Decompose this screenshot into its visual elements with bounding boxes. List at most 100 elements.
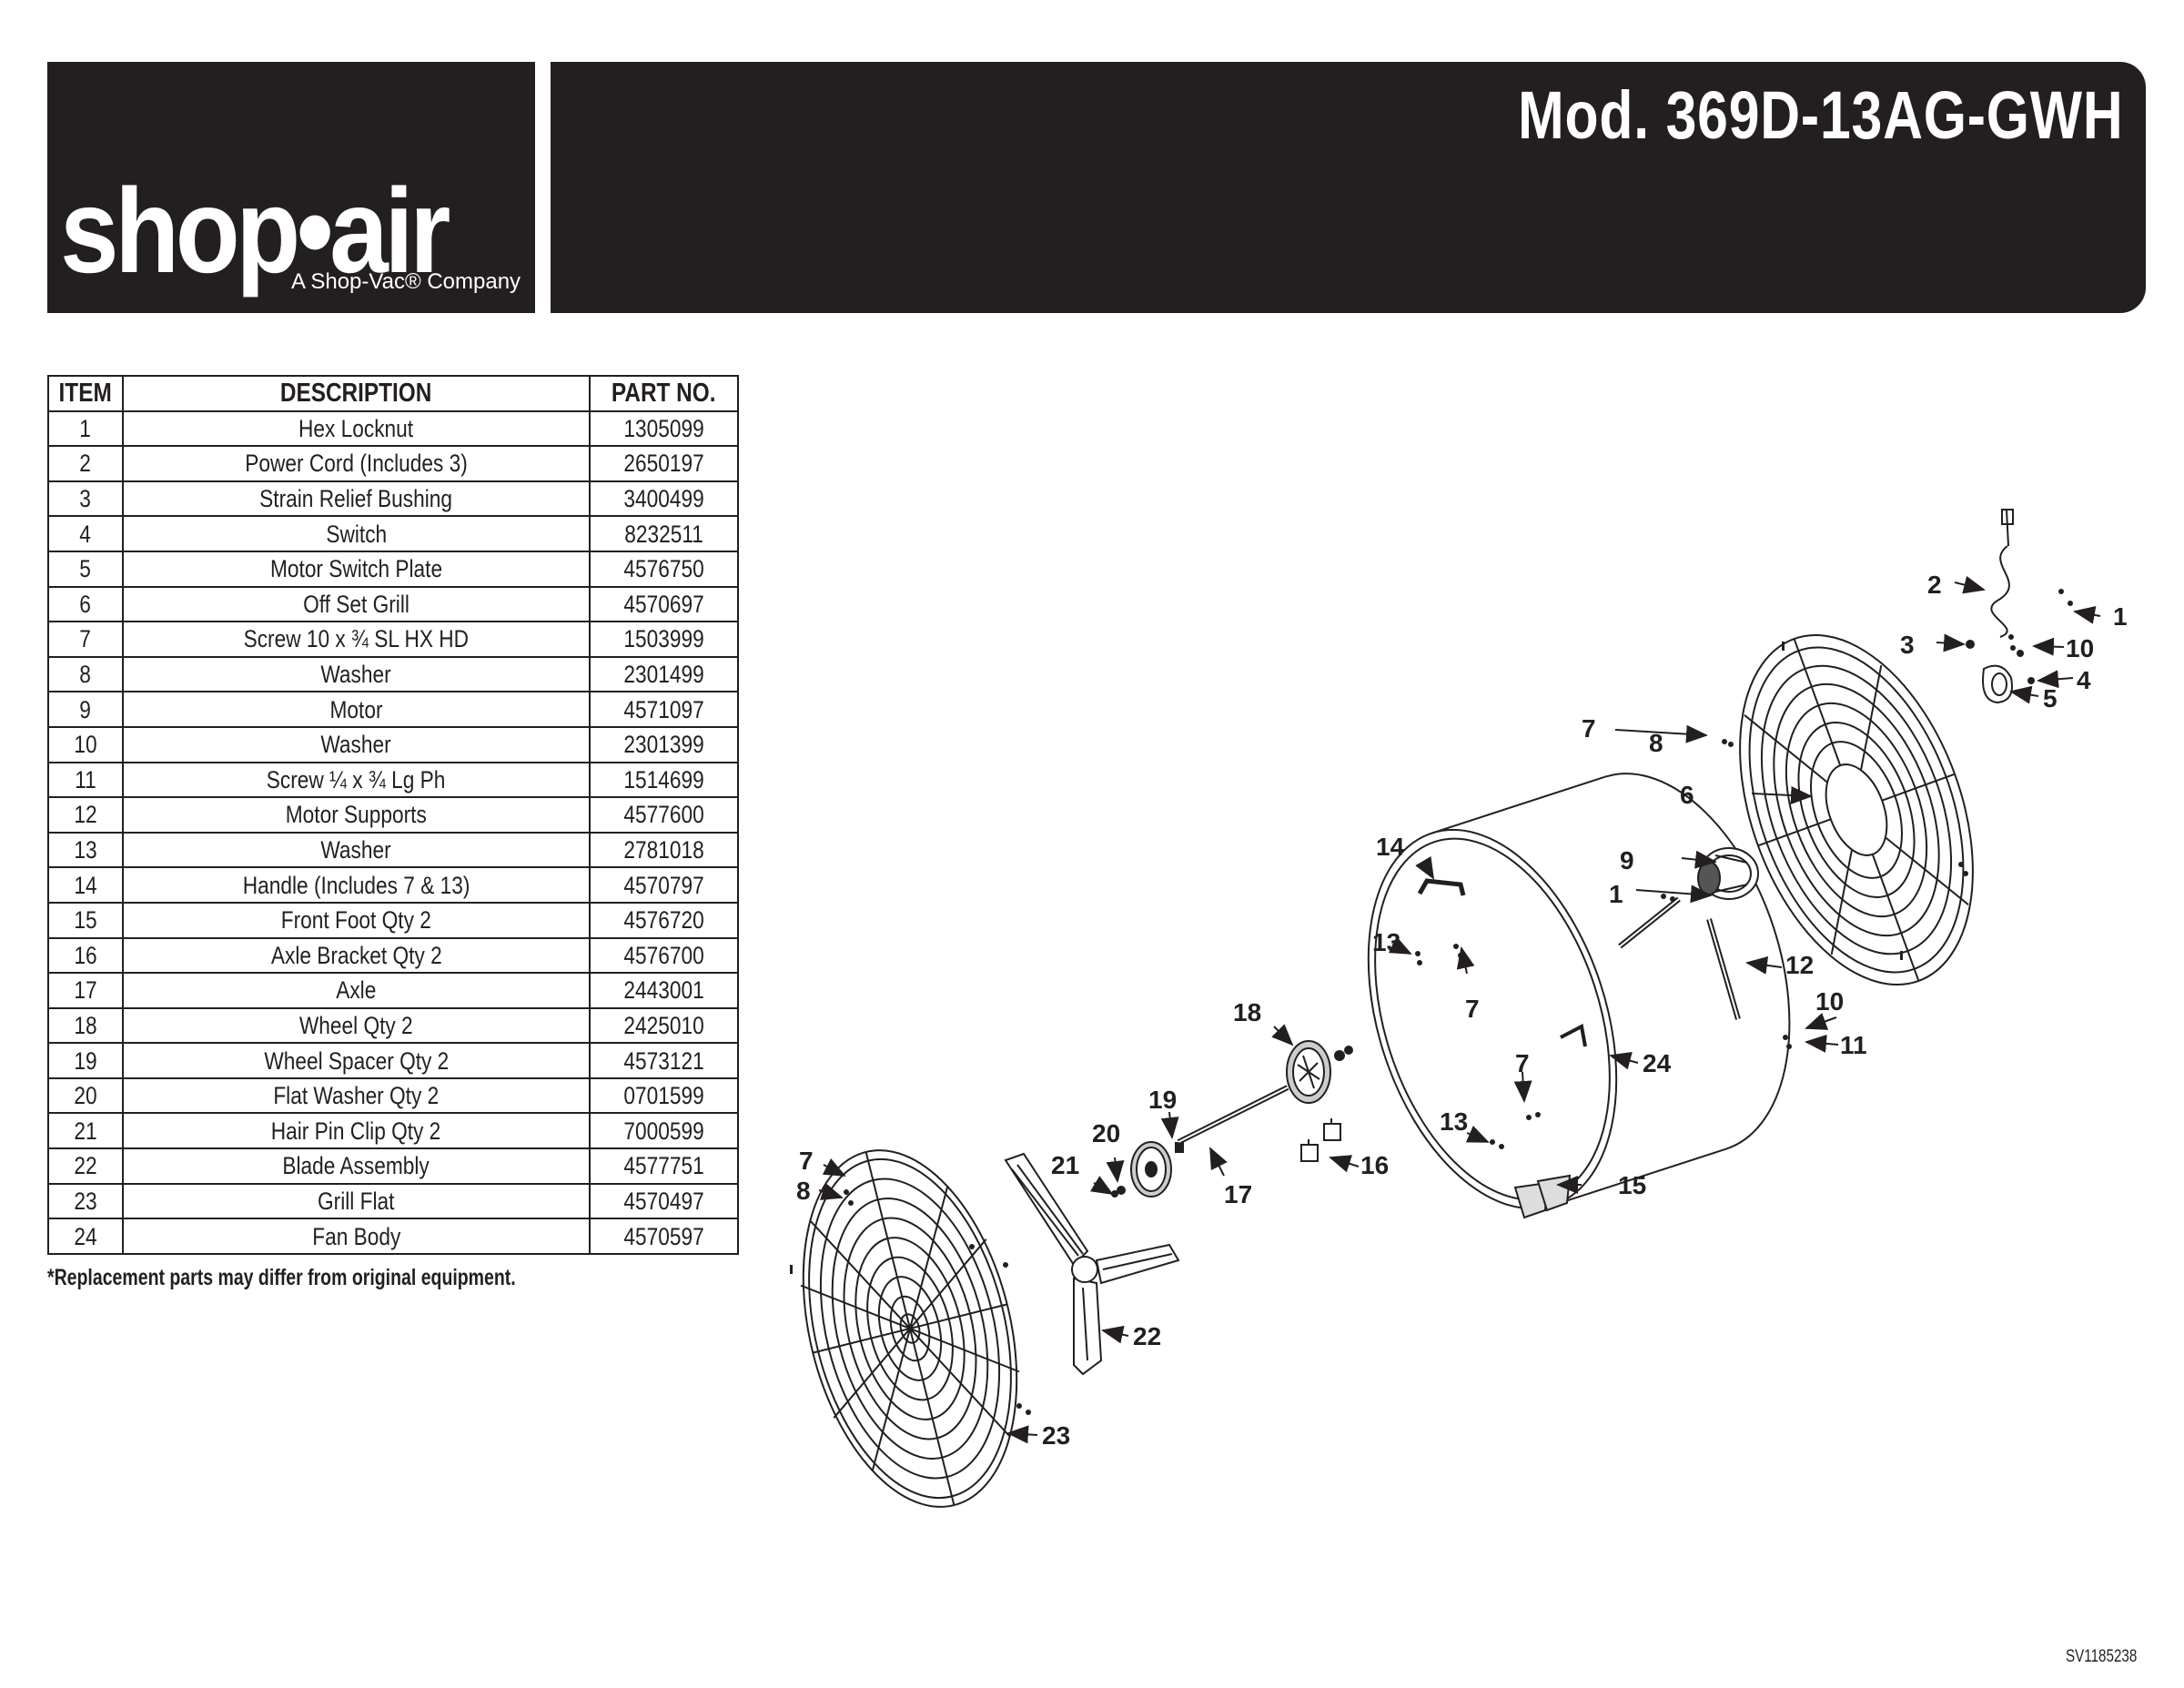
item-description: Front Foot Qty 2 — [122, 901, 591, 939]
item-part-number: 0701599 — [589, 1076, 739, 1115]
item-number: 8 — [47, 655, 124, 693]
callout-20: 20 — [1092, 1119, 1120, 1147]
callout-14: 14 — [1376, 833, 1405, 861]
logo-subtitle: A Shop-Vac® Company — [291, 269, 521, 294]
callout-10: 10 — [2066, 634, 2094, 662]
item-part-number: 4576750 — [589, 550, 739, 588]
item-description: Strain Relief Bushing — [122, 480, 591, 518]
item-number: 4 — [47, 515, 124, 552]
table-header-row: ITEM DESCRIPTION PART NO. — [47, 375, 739, 412]
callout-22: 22 — [1133, 1322, 1161, 1350]
callout-7b: 7 — [799, 1147, 814, 1175]
item-description: Off Set Grill — [122, 585, 591, 623]
fan-body-side-handle — [1560, 1023, 1587, 1047]
item-number: 3 — [47, 480, 124, 518]
item-number: 11 — [47, 761, 124, 799]
callout-7d: 7 — [1515, 1049, 1530, 1077]
item-number: 17 — [47, 972, 124, 1009]
header-part-no: PART NO. — [589, 375, 739, 412]
callout-6: 6 — [1680, 781, 1694, 809]
title-block: Mod. 369D-13AG-GWH — [551, 62, 2146, 313]
motor-supports-drawing — [1618, 896, 1741, 1020]
item-part-number: 4573121 — [589, 1042, 739, 1079]
leader-lines — [818, 575, 2101, 1444]
item-part-number: 2425010 — [589, 1006, 739, 1045]
item-number: 19 — [47, 1042, 124, 1079]
item-part-number: 4570497 — [589, 1182, 739, 1220]
offset-grill-drawing — [1739, 633, 1974, 986]
item-description: Axle — [122, 972, 591, 1009]
item-number: 15 — [47, 901, 124, 939]
item-description: Flat Washer Qty 2 — [122, 1076, 591, 1115]
power-cord-drawing — [1966, 509, 2035, 704]
callout-7c: 7 — [1465, 995, 1480, 1023]
document-number: SV1185238 — [2066, 1647, 2138, 1666]
item-description: Wheel Qty 2 — [122, 1006, 591, 1045]
item-number: 2 — [47, 445, 124, 482]
callout-17: 17 — [1224, 1180, 1252, 1208]
item-description: Washer — [122, 831, 591, 869]
item-part-number: 2443001 — [589, 972, 739, 1009]
callout-1b: 1 — [1609, 880, 1623, 908]
callout-15: 15 — [1618, 1171, 1646, 1199]
item-description: Motor Supports — [122, 796, 591, 834]
callout-3: 3 — [1900, 631, 1915, 659]
item-part-number: 2301499 — [589, 655, 739, 693]
callout-21: 21 — [1051, 1151, 1079, 1179]
logo-block: shop•air ® A Shop-Vac® Company — [47, 62, 561, 313]
item-part-number: 4576720 — [589, 901, 739, 939]
item-number: 5 — [47, 550, 124, 588]
fan-body-handle-drawing — [1417, 878, 1466, 896]
item-part-number: 4570797 — [589, 866, 739, 904]
callout-2: 2 — [1927, 571, 1942, 599]
item-number: 12 — [47, 796, 124, 834]
callout-12: 12 — [1785, 951, 1814, 979]
callout-8b: 8 — [796, 1177, 811, 1205]
item-number: 18 — [47, 1006, 124, 1045]
callout-9: 9 — [1620, 846, 1634, 874]
item-part-number: 3400499 — [589, 480, 739, 518]
item-part-number: 1514699 — [589, 761, 739, 799]
item-number: 1 — [47, 409, 124, 448]
item-number: 16 — [47, 936, 124, 975]
item-description: Screw ¼ x ¾ Lg Ph — [122, 761, 591, 799]
callout-8: 8 — [1649, 729, 1663, 757]
callout-23: 23 — [1042, 1421, 1070, 1450]
callout-13c: 13 — [1440, 1107, 1468, 1136]
model-number: Mod. 369D-13AG-GWH — [1518, 77, 2124, 153]
item-description: Handle (Includes 7 & 13) — [122, 866, 591, 904]
item-part-number: 4571097 — [589, 691, 739, 728]
item-description: Motor Switch Plate — [122, 550, 591, 588]
item-description: Axle Bracket Qty 2 — [122, 936, 591, 975]
item-description: Washer — [122, 725, 591, 763]
callout-24: 24 — [1643, 1049, 1672, 1077]
item-number: 13 — [47, 831, 124, 869]
footnote: *Replacement parts may differ from origi… — [47, 1265, 516, 1290]
item-number: 24 — [47, 1218, 124, 1255]
item-part-number: 4576700 — [589, 936, 739, 975]
item-number: 20 — [47, 1076, 124, 1115]
item-description: Power Cord (Includes 3) — [122, 445, 591, 482]
callout-16: 16 — [1360, 1151, 1389, 1179]
callout-10b: 10 — [1815, 987, 1844, 1016]
